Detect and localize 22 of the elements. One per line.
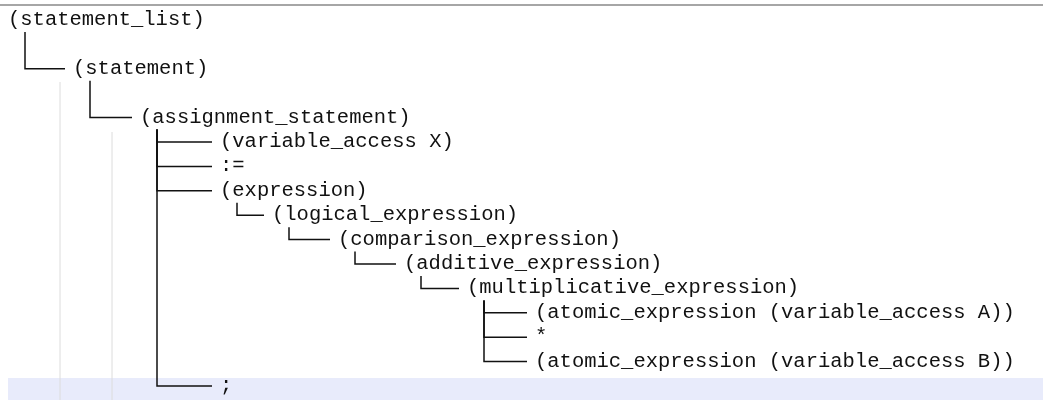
tree-branch-line bbox=[288, 226, 331, 241]
tree-node-text: * bbox=[535, 326, 548, 349]
tree-branch-line bbox=[236, 202, 265, 216]
tree-node-text: ; bbox=[220, 375, 233, 397]
tree-node-text: (comparison_expression) bbox=[338, 228, 621, 251]
tree-node-text: (atomic_expression (variable_access A)) bbox=[535, 301, 1015, 324]
tree-node-text: (assignment_statement) bbox=[140, 106, 411, 129]
tree-node-text: (logical_expression) bbox=[272, 204, 519, 227]
tree-branch-line bbox=[420, 275, 460, 290]
tree-branch-line bbox=[483, 299, 528, 363]
tree-node-text: (multiplicative_expression) bbox=[467, 277, 800, 300]
tree-node-text: (statement) bbox=[73, 57, 209, 80]
tree-branch-line bbox=[24, 31, 66, 70]
tree-node-text: := bbox=[220, 155, 245, 178]
tree-node-text: (expression) bbox=[220, 179, 368, 202]
tree-branch-line bbox=[89, 80, 133, 119]
tree-node-text: (variable_access X) bbox=[220, 131, 454, 153]
tree-node-text: (atomic_expression (variable_access B)) bbox=[535, 350, 1015, 373]
tree-node-text: (additive_expression) bbox=[404, 253, 663, 275]
tree-node-text: (statement_list) bbox=[8, 9, 205, 31]
tree-branch-line bbox=[354, 250, 397, 265]
tree-branch-line bbox=[156, 128, 213, 387]
